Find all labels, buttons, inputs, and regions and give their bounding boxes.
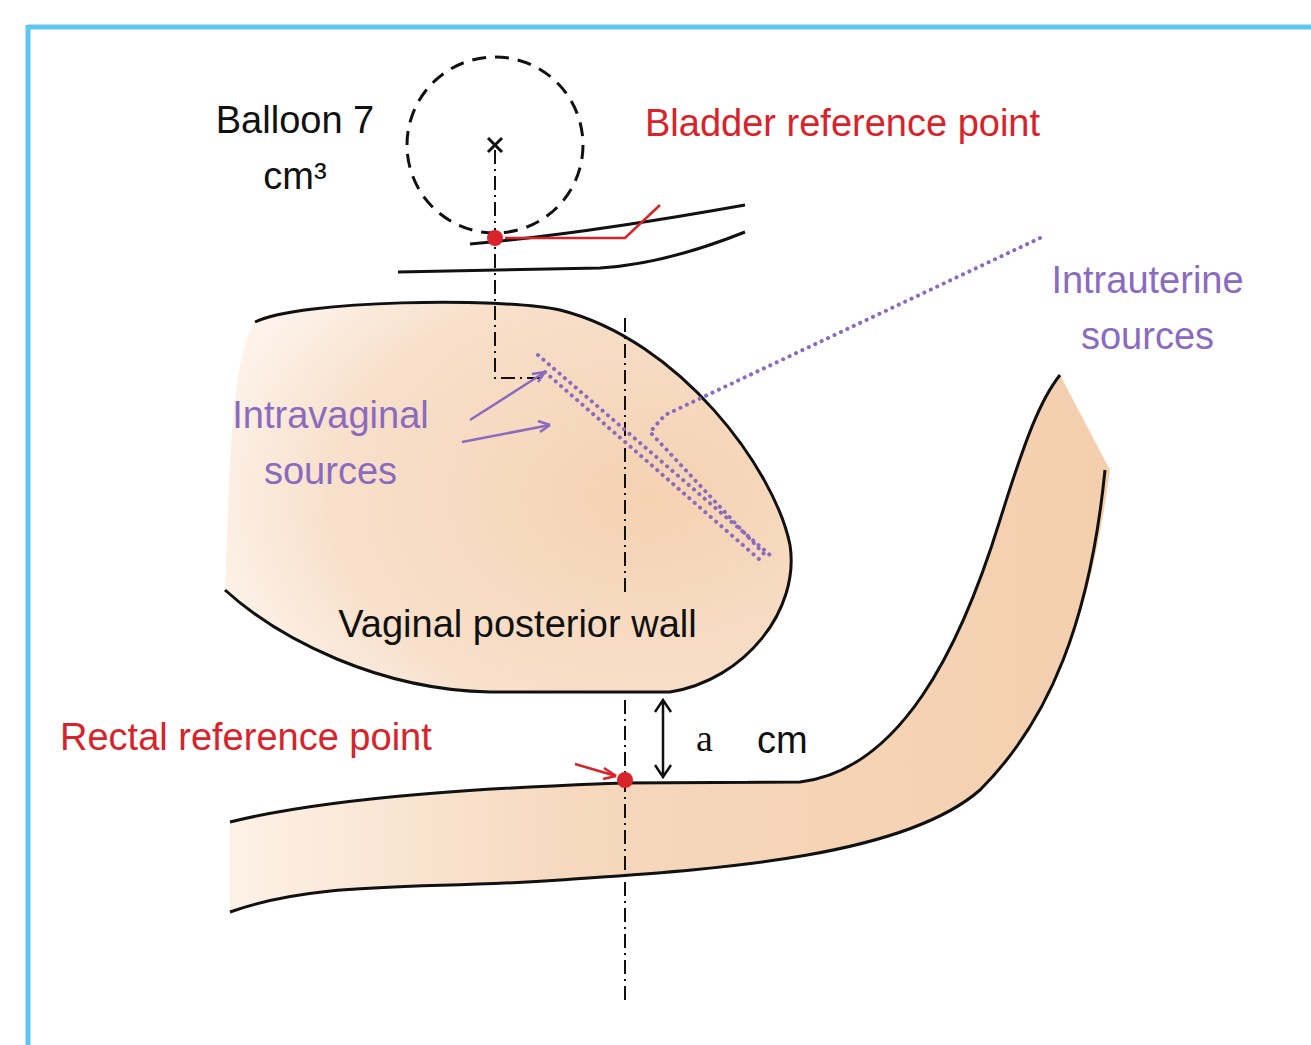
dimension-unit: cm xyxy=(757,712,837,768)
rectal-point-label: Rectal reference point xyxy=(60,709,560,765)
arrowhead xyxy=(603,768,616,779)
arrowhead xyxy=(538,421,550,432)
dimension-arrow xyxy=(655,700,671,777)
intravaginal-source xyxy=(538,355,770,555)
intravaginal-source xyxy=(545,372,760,560)
intravaginal-label: Intravaginal sources xyxy=(198,387,463,499)
wall-label: Vaginal posterior wall xyxy=(330,596,705,652)
intrauterine-source xyxy=(650,238,1040,555)
rectum-lower-wall xyxy=(230,470,1105,912)
frame-left xyxy=(26,25,31,1045)
frame-top xyxy=(28,25,1311,30)
bladder-point-label: Bladder reference point xyxy=(645,95,1045,151)
dimension-value: a xyxy=(696,710,736,766)
balloon-label: Balloon 7 cm³ xyxy=(200,92,390,204)
rectal-point xyxy=(617,772,633,788)
leader-line xyxy=(505,205,660,238)
uterus-fill xyxy=(225,302,791,692)
balloon-center-mark xyxy=(488,138,502,152)
rectal-axis xyxy=(624,318,626,1000)
sources xyxy=(538,238,1040,560)
intrauterine-label: Intrauterine sources xyxy=(1015,252,1280,364)
bladder-point xyxy=(487,230,503,246)
leader-line xyxy=(575,764,616,776)
bladder-wall xyxy=(470,205,745,244)
leader-line xyxy=(470,372,545,420)
leader-line xyxy=(462,425,550,442)
bladder-axis xyxy=(495,150,545,378)
uterus-outline xyxy=(225,302,791,692)
dimension-patch xyxy=(676,693,748,781)
arrowhead xyxy=(532,372,545,382)
